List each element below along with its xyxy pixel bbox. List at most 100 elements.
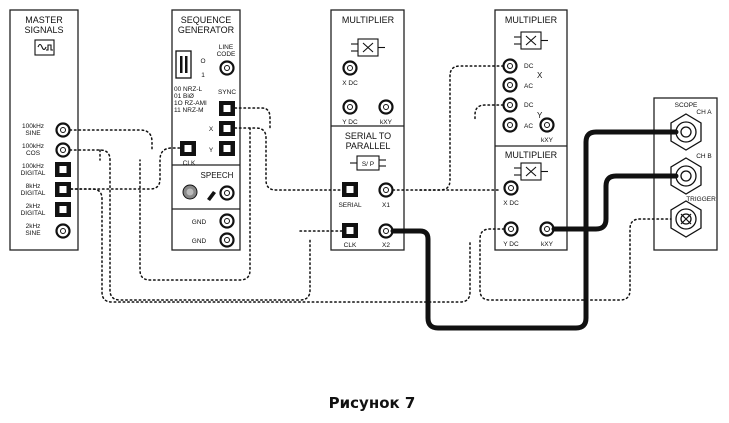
line-code-label-1: LINE xyxy=(219,44,234,51)
microphone-icon xyxy=(182,184,198,200)
socket-mult1-ydc[interactable] xyxy=(342,99,358,115)
master-title-2: SIGNALS xyxy=(24,25,63,35)
socket-sync[interactable] xyxy=(219,101,235,116)
socket-gnd-2[interactable] xyxy=(219,232,235,248)
socket-2k-digital[interactable] xyxy=(55,202,71,217)
scope-title: SCOPE xyxy=(675,102,698,109)
bnc-connector-trigger[interactable] xyxy=(670,200,702,238)
output-label-2k-digital-2: DIGITAL xyxy=(21,210,46,217)
patch-lead-x1-to-mult2 xyxy=(392,65,504,191)
figure-caption: Рисунок 7 xyxy=(329,394,416,412)
s2p-x1-label: X1 xyxy=(382,202,390,209)
scope-lead-cha-to-x2 xyxy=(390,129,679,331)
dip-switch[interactable] xyxy=(175,50,192,79)
scope-lead-chb-to-kxy xyxy=(551,173,679,232)
multiplier-icon-3 xyxy=(514,162,548,181)
socket-8k-digital[interactable] xyxy=(55,182,71,197)
mult2-title: MULTIPLIER xyxy=(505,15,558,25)
socket-mult2-y-dc[interactable] xyxy=(502,97,518,113)
patch-lead-8k-digital-to-seq-clk xyxy=(70,147,181,190)
socket-seq-clk[interactable] xyxy=(180,141,196,156)
s2p-title-2: PARALLEL xyxy=(346,141,391,151)
clk-label: CLK xyxy=(183,160,196,167)
output-label-100k-digital-2: DIGITAL xyxy=(21,170,46,177)
socket-gnd-1[interactable] xyxy=(219,213,235,229)
s2p-serial-label: SERIAL xyxy=(338,202,362,209)
mult2-dc2-label: DC xyxy=(524,102,534,109)
socket-mult2-x-ac[interactable] xyxy=(502,77,518,93)
socket-s2p-clk[interactable] xyxy=(342,223,358,238)
socket-100k-digital[interactable] xyxy=(55,162,71,177)
socket-100k-sine[interactable] xyxy=(55,122,71,138)
mult1-ydc-label: Y DC xyxy=(342,119,358,126)
output-label-100k-cos-2: COS xyxy=(26,150,41,157)
x-label: X xyxy=(209,126,214,133)
gnd-label-1: GND xyxy=(192,219,207,226)
socket-mult1-xdc[interactable] xyxy=(342,60,358,76)
mult3-ydc-label: Y DC xyxy=(503,241,519,248)
socket-mult2-x-dc[interactable] xyxy=(502,58,518,74)
s2p-x2-label: X2 xyxy=(382,242,390,249)
mult3-title: MULTIPLIER xyxy=(505,150,558,160)
output-label-100k-cos-1: 100kHz xyxy=(22,143,44,150)
patch-lead-seq-x-to-serial xyxy=(234,127,343,191)
patch-lead-8k-digital-to-s2p-clk xyxy=(70,188,471,303)
socket-mult3-ydc[interactable] xyxy=(503,221,519,237)
socket-seq-x[interactable] xyxy=(219,121,235,136)
mult1-title: MULTIPLIER xyxy=(342,15,395,25)
output-label-2k-sine-2: SINE xyxy=(25,230,41,237)
switch-label-1: 1 xyxy=(201,72,205,79)
s2p-title-1: SERIAL TO xyxy=(345,131,391,141)
socket-2k-sine[interactable] xyxy=(55,223,71,239)
patch-lead-seq-x-down xyxy=(139,127,251,281)
bnc-connector-chb[interactable] xyxy=(670,157,702,195)
patch-lead-100k-cos xyxy=(69,149,311,301)
speech-plug-icon xyxy=(207,191,216,201)
multiplier-icon-1 xyxy=(351,38,385,57)
s2p-clk-label: CLK xyxy=(344,242,357,249)
socket-speech[interactable] xyxy=(219,185,235,201)
seqgen-title-1: SEQUENCE xyxy=(181,15,232,25)
line-code-label-2: CODE xyxy=(217,51,236,58)
socket-mult3-xdc[interactable] xyxy=(503,180,519,196)
y-label: Y xyxy=(209,147,214,154)
socket-100k-cos[interactable] xyxy=(55,142,71,158)
mult3-xdc-label: X DC xyxy=(503,200,519,207)
socket-s2p-x1[interactable] xyxy=(378,182,394,198)
code-bi-phase: 01 BiØ xyxy=(174,93,194,100)
mult2-y-label: Y xyxy=(537,111,543,120)
output-label-100k-sine-2: SINE xyxy=(25,130,41,137)
patch-lead-100k-sine-to-mult1-xdc xyxy=(69,129,153,151)
code-nrz-m: 11 NRZ-M xyxy=(174,107,204,114)
sync-label: SYNC xyxy=(218,89,236,96)
socket-seq-y[interactable] xyxy=(219,141,235,156)
output-label-100k-sine-1: 100kHz xyxy=(22,123,44,130)
output-label-8k-digital-1: 8kHz xyxy=(26,183,41,190)
scope-chb-label: CH B xyxy=(696,153,712,160)
socket-line-code[interactable] xyxy=(219,60,235,76)
signal-generator-icon xyxy=(34,39,55,56)
patch-lead-mult3-ydc xyxy=(479,218,672,301)
mult3-kxy-label: kXY xyxy=(541,241,554,248)
switch-label-o: O xyxy=(200,58,205,65)
patch-lead-seq-sync xyxy=(234,107,271,131)
mult2-kxy-label: kXY xyxy=(541,137,554,144)
socket-s2p-x2[interactable] xyxy=(378,223,394,239)
code-rz-ami: 1O RZ-AMI xyxy=(174,100,207,107)
patch-lead-mult2-y-dc xyxy=(474,104,504,121)
output-label-8k-digital-2: DIGITAL xyxy=(21,190,46,197)
speech-label: SPEECH xyxy=(201,171,234,180)
socket-mult1-kxy[interactable] xyxy=(378,99,394,115)
socket-s2p-serial[interactable] xyxy=(342,182,358,197)
mult2-ac2-label: AC xyxy=(524,123,533,130)
mult1-kxy-label: kXY xyxy=(380,119,393,126)
output-label-2k-digital-1: 2kHz xyxy=(26,203,41,210)
socket-mult2-kxy[interactable] xyxy=(539,117,555,133)
master-title-1: MASTER xyxy=(25,15,63,25)
serial-to-parallel-block-icon xyxy=(350,155,386,171)
gnd-label-2: GND xyxy=(192,238,207,245)
s2p-block-label: S/ P xyxy=(362,161,374,168)
output-label-100k-digital-1: 100kHz xyxy=(22,163,44,170)
bnc-connector-cha[interactable] xyxy=(670,113,702,151)
socket-mult2-y-ac[interactable] xyxy=(502,117,518,133)
